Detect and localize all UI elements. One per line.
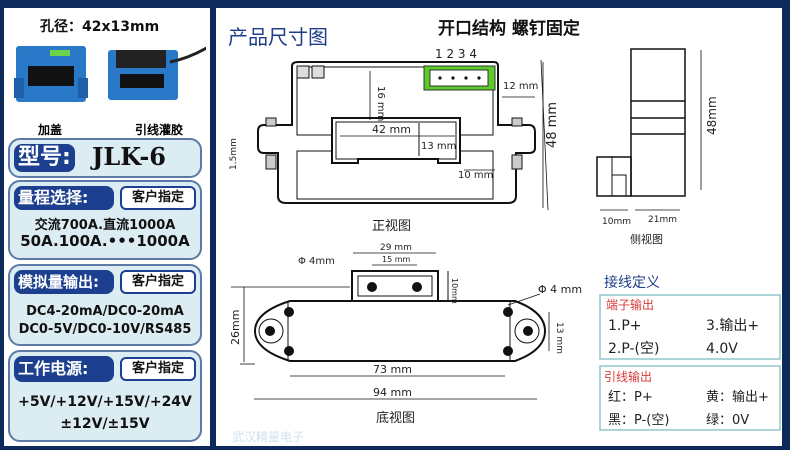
range-pill: 客户指定 (120, 186, 196, 210)
bottom-phi-4mm-left: Φ 4mm (298, 256, 335, 267)
bottom-dim-94mm: 94 mm (373, 386, 412, 399)
bottom-phi-4mm-right: Φ 4 mm (538, 283, 582, 296)
lead-red: 红：P+ (608, 389, 653, 405)
output-pill: 客户指定 (120, 270, 196, 294)
bottom-dim-10mm: 10mm (450, 278, 459, 304)
output-tag: 模拟量输出: (14, 270, 114, 294)
connector-pins (438, 76, 481, 80)
range-box: 量程选择: 客户指定 交流700A.直流1000A 50A.100A.•••10… (8, 180, 202, 260)
dim-16mm: 16 mm (375, 86, 386, 121)
lead-black: 黑：P-(空) (608, 413, 669, 428)
side-dim-48mm: 48mm (705, 96, 719, 135)
dim-1-5mm: 1.5mm (229, 138, 239, 170)
range-tag: 量程选择: (14, 186, 114, 210)
aperture-label: 孔径：42x13mm (40, 19, 160, 35)
power-tag: 工作电源: (14, 356, 114, 382)
output-box: 模拟量输出: 客户指定 DC4-20mA/DC0-20mA DC0-5V/DC0… (8, 264, 202, 346)
terminal-pin1: 1.P+ (608, 318, 642, 334)
range-line2: 50A.100A.•••1000A (20, 232, 190, 250)
bottom-view (231, 252, 550, 400)
dim-10mm: 10 mm (458, 170, 493, 181)
side-view-caption: 侧视图 (630, 232, 663, 246)
bottom-view-caption: 底视图 (376, 410, 415, 426)
bottom-dim-73mm: 73 mm (373, 363, 412, 376)
model-value: JLK-6 (92, 142, 167, 171)
dim-13mm: 13 mm (421, 141, 456, 152)
front-view-caption: 正视图 (372, 219, 411, 234)
output-line1: DC4-20mA/DC0-20mA (26, 304, 184, 319)
terminal-output-box (599, 294, 781, 360)
terminal-output-title: 端子输出 (606, 297, 654, 312)
product-photos (14, 46, 206, 102)
range-line1: 交流700A.直流1000A (34, 218, 176, 233)
bottom-dim-29mm: 29 mm (380, 243, 412, 253)
photo1-label: 加盖 (38, 123, 63, 137)
power-pill: 客户指定 (120, 357, 196, 381)
bottom-dim-15mm: 15 mm (382, 255, 411, 264)
pin-numbers: 1 2 3 4 (435, 47, 477, 61)
mounting-holes (265, 282, 533, 356)
connector-socket (429, 69, 489, 87)
power-line2: ±12V/±15V (60, 416, 150, 432)
dim-12mm: 12 mm (503, 81, 538, 92)
lead-output-box (599, 365, 781, 431)
output-line2: DC0-5V/DC0-10V/RS485 (18, 322, 192, 337)
photo-potted-lead (108, 46, 206, 100)
front-view (257, 59, 549, 211)
terminal-pin3: 3.输出+ (706, 318, 759, 334)
dimension-drawings: 武汉精量电子 产品尺寸图 开口结构 螺钉固定 1 2 3 4 12 mm 16 … (228, 18, 781, 444)
lead-yellow: 黄：输出+ (706, 389, 769, 405)
dim-48mm: 48 mm (545, 102, 560, 148)
power-box: 工作电源: 客户指定 +5V/+12V/+15V/+24V ±12V/±15V (8, 350, 202, 442)
dim-42mm: 42 mm (372, 123, 411, 136)
lead-green: 绿：0V (706, 413, 749, 428)
lead-output-title: 引线输出 (604, 369, 652, 384)
power-line1: +5V/+12V/+15V/+24V (18, 394, 192, 410)
headline: 开口结构 螺钉固定 (438, 18, 580, 39)
terminal-pin4: 4.0V (706, 341, 738, 357)
watermark: 武汉精量电子 (232, 430, 304, 444)
wiring-title: 接线定义 (604, 274, 660, 291)
side-dim-10mm: 10mm (602, 217, 631, 227)
terminal-pin2: 2.P-(空) (608, 341, 659, 357)
side-view (596, 48, 702, 211)
bottom-dim-26mm: 26mm (229, 310, 242, 345)
photo-with-cover (14, 46, 88, 102)
photo2-label: 引线灌胶 (135, 123, 184, 137)
dimension-panel: 武汉精量电子 产品尺寸图 开口结构 螺钉固定 1 2 3 4 12 mm 16 … (216, 8, 782, 446)
bottom-dim-13mm: 13 mm (554, 322, 564, 354)
side-dim-21mm: 21mm (648, 215, 677, 225)
section-title: 产品尺寸图 (228, 25, 328, 49)
model-tag: 型号: (14, 144, 75, 172)
spec-panel: 孔径：42x13mm 加盖 引线灌胶 型号: JLK-6 量程选择: 客户指定 … (4, 8, 210, 446)
model-box: 型号: JLK-6 (8, 138, 202, 178)
